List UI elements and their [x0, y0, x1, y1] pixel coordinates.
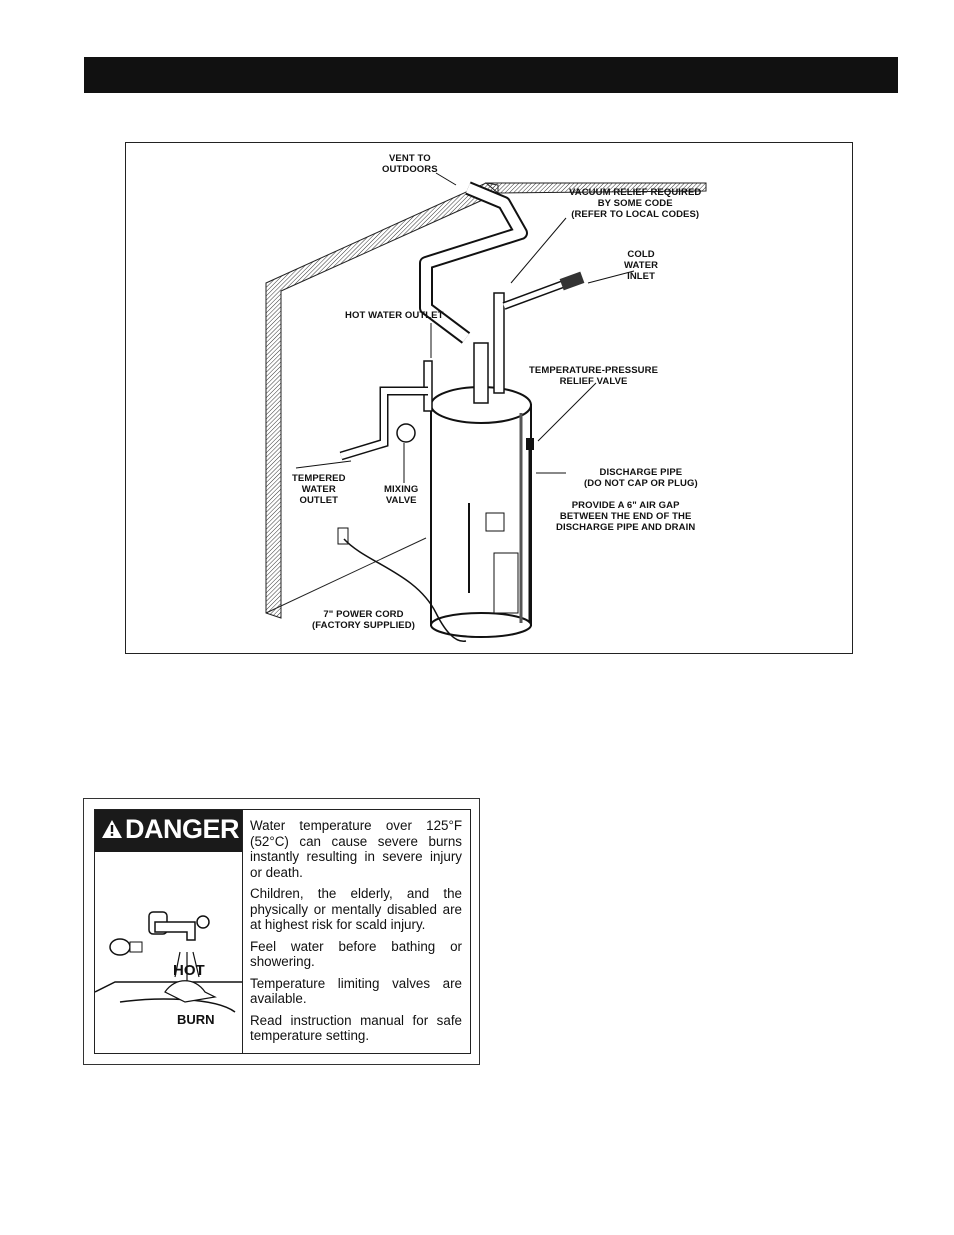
scald-hazard-icon: HOT BURN	[95, 911, 242, 1027]
danger-paragraph: Water temperature over 125°F (52°C) can …	[250, 818, 462, 880]
section-header-bar	[84, 57, 898, 93]
danger-paragraph: Feel water before bathing or showering.	[250, 938, 462, 970]
label-hot-water-outlet: HOT WATER OUTLET	[345, 310, 444, 321]
danger-paragraph: Temperature limiting valves are availabl…	[250, 975, 462, 1007]
danger-word: DANGER	[125, 814, 240, 844]
label-discharge-pipe: DISCHARGE PIPE(DO NOT CAP OR PLUG)	[584, 467, 698, 489]
water-heater-illustration	[265, 172, 707, 642]
danger-divider	[242, 810, 243, 1053]
danger-paragraph: Children, the elderly, and the physicall…	[250, 886, 462, 932]
danger-paragraph: Read instruction manual for safe tempera…	[250, 1012, 462, 1044]
art-burn-text: BURN	[177, 1012, 215, 1027]
danger-text: Water temperature over 125°F (52°C) can …	[250, 818, 462, 1050]
label-power-cord: 7" POWER CORD(FACTORY SUPPLIED)	[312, 609, 415, 631]
warning-triangle-icon	[102, 820, 122, 838]
art-hot-text: HOT	[173, 962, 205, 979]
danger-header: DANGER	[95, 810, 242, 852]
danger-label: DANGER HOT BURN Water temperature over 1…	[83, 798, 480, 1065]
danger-label-inner: DANGER HOT BURN Water temperature over 1…	[94, 809, 471, 1054]
